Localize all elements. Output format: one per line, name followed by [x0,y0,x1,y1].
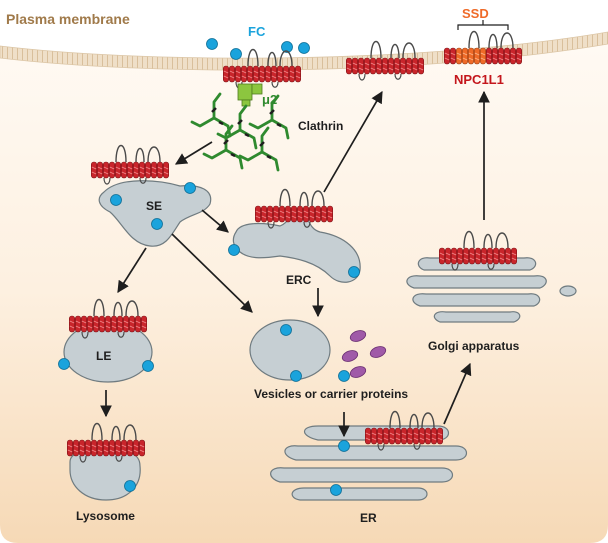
le-label: LE [96,349,111,363]
ssd-bracket [457,20,509,30]
cholesterol-dot [298,42,310,54]
cholesterol-dot [142,360,154,372]
cholesterol-dot [338,440,350,452]
mu2-adaptor [237,83,263,107]
er-label: ER [360,511,377,525]
clathrin-label: Clathrin [298,119,343,133]
trafficking-arrows [100,90,490,438]
carrier-vesicle [249,319,331,381]
free-cholesterol-group [206,38,310,60]
golgi-label: Golgi apparatus [428,339,520,353]
cholesterol-dot [184,182,196,194]
erc-label: ERC [286,273,312,287]
cholesterol-dot [124,480,136,492]
vesicles-label: Vesicles or carrier proteins [254,387,408,401]
arrow [443,362,472,425]
cholesterol-dot [206,38,218,50]
cholesterol-dot [330,484,342,496]
cholesterol-dot [228,244,240,256]
arrow [201,209,229,233]
npc1l1-label: NPC1L1 [454,72,504,87]
cholesterol-dot [58,358,70,370]
cholesterol-dot [281,41,293,53]
fc-label: FC [248,24,266,39]
carrier-proteins [341,330,387,378]
sorting-endosome [98,180,212,247]
cholesterol-dot [110,194,122,206]
cholesterol-dot [348,266,360,278]
plasma-membrane-label: Plasma membrane [6,11,130,27]
arrow [117,247,147,294]
arrow [323,90,383,193]
cholesterol-dot [151,218,163,230]
cholesterol-dot [230,48,242,60]
se-label: SE [146,199,162,213]
arrow [171,233,253,313]
ssd-label: SSD [462,6,489,21]
cholesterol-dot [290,370,302,382]
arrow [174,141,213,165]
cholesterol-dot [280,324,292,336]
lysosome-label: Lysosome [76,509,135,523]
cholesterol-dot [338,370,350,382]
